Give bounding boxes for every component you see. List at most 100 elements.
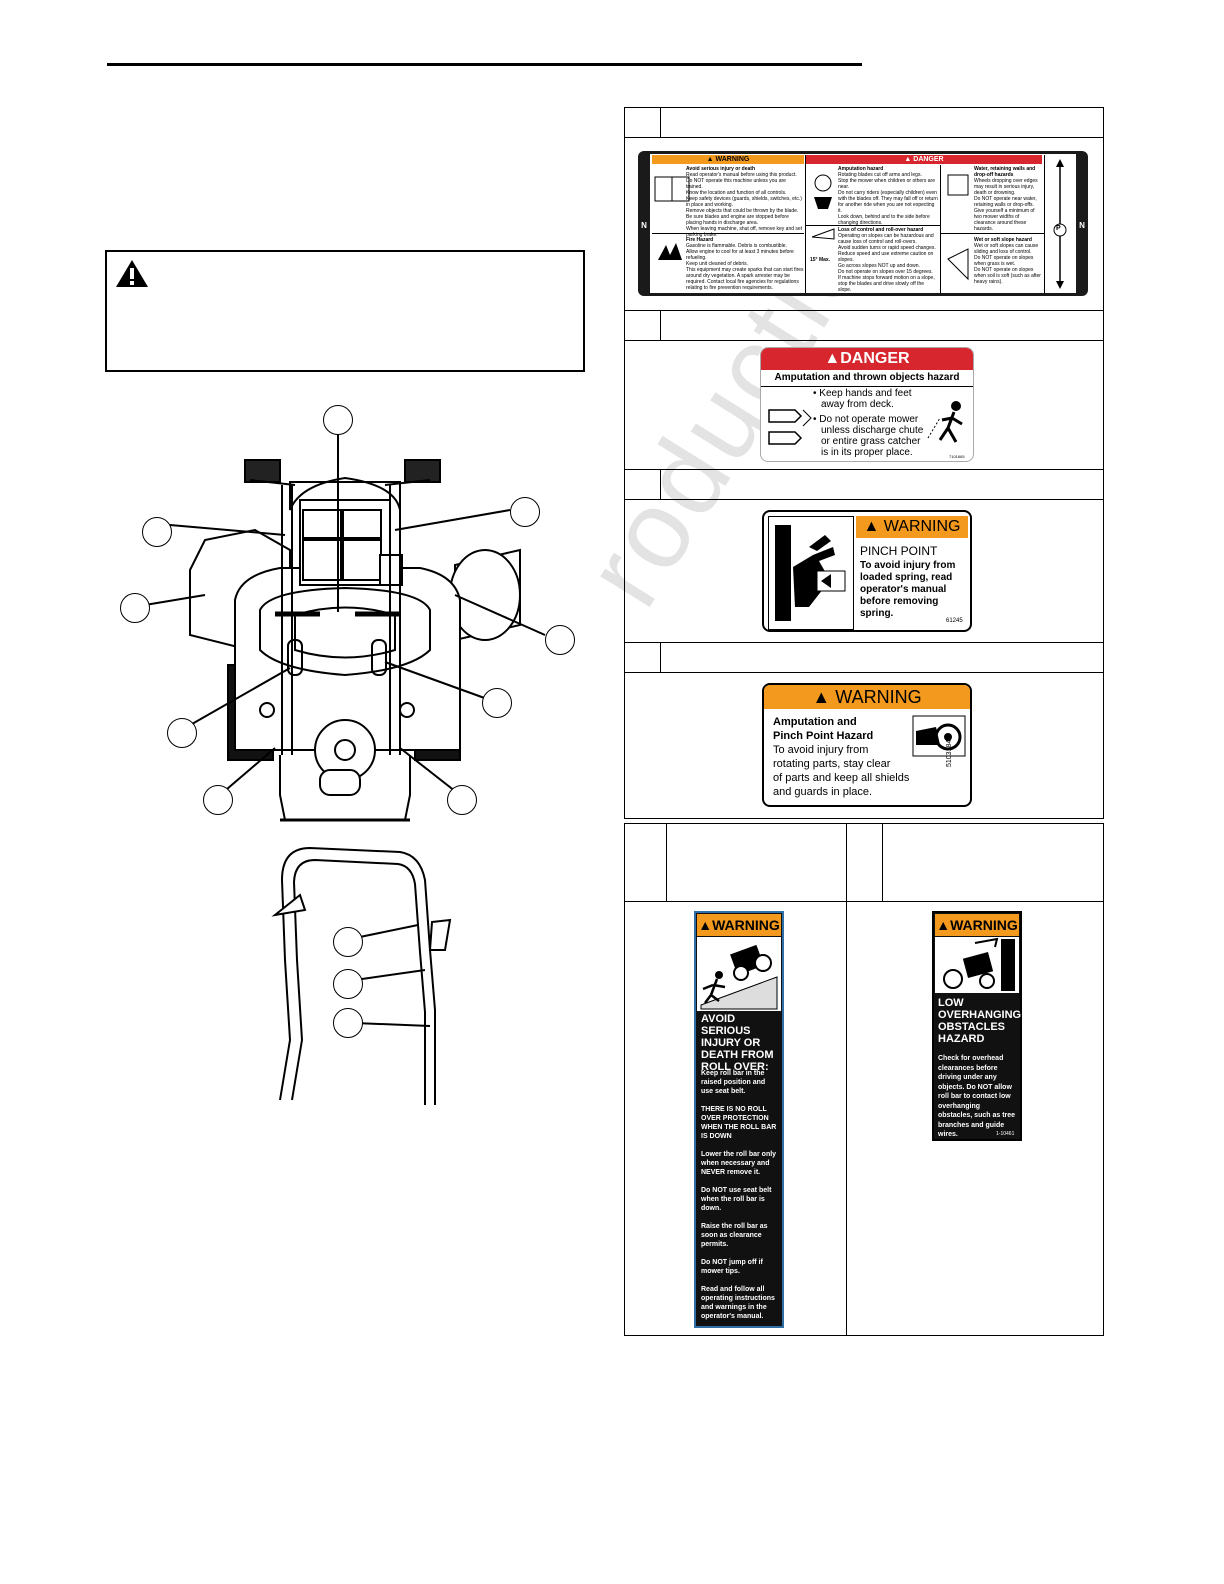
pinch-text: spring.	[860, 608, 894, 619]
overhang-warning-decal: ▲WARNING LOW OVERHANGING OBSTACLES HAZAR…	[932, 911, 1022, 1141]
callout-marker	[203, 785, 233, 815]
table-divider	[660, 642, 661, 672]
decal-table-lower	[624, 823, 1104, 1336]
wet-title: Wet or soft slope hazard	[974, 237, 1032, 243]
danger-text: or entire grass catcher	[821, 436, 921, 447]
table-divider	[624, 310, 1104, 311]
overhang-text: branches and guide	[938, 1121, 1005, 1129]
belt-pinch-icon	[912, 715, 966, 757]
rollover-text: Read and follow all	[701, 1286, 765, 1293]
overhang-text: wires.	[938, 1131, 958, 1138]
amp-text: rotating parts, stay clear	[773, 758, 891, 770]
mower-hazard-icon	[811, 174, 835, 240]
overhang-text: overhanging	[938, 1102, 981, 1110]
pinch-title: PINCH POINT	[860, 544, 938, 558]
warning-triangle-icon	[116, 260, 148, 287]
rollover-text: when the roll bar is	[701, 1196, 765, 1203]
pinch-text: loaded spring, read	[860, 572, 953, 583]
rollover-title: AVOID SERIOUS	[701, 1013, 751, 1037]
decal-code: 61245	[946, 618, 963, 624]
slope-label: 15° Max.	[810, 257, 831, 263]
fire-bullet: Keep unit cleaned of debris.	[686, 261, 748, 267]
callout-marker	[482, 688, 512, 718]
wet-bullet: Do NOT operate on slopes when soil is so…	[974, 267, 1041, 285]
callout-marker	[333, 1008, 363, 1038]
callout-marker	[447, 785, 477, 815]
table-divider	[624, 901, 1104, 902]
danger-header: DANGER	[913, 156, 944, 163]
manual-book-icon	[654, 176, 690, 260]
amp-title: Pinch Point Hazard	[773, 730, 874, 742]
overhang-text: clearances before	[938, 1064, 998, 1072]
pinch-text: operator's manual	[860, 584, 947, 595]
overhang-title: HAZARD	[938, 1033, 985, 1045]
table-divider	[624, 499, 1104, 500]
warning-header: WARNING	[715, 156, 750, 163]
water-title: Water, retaining walls and drop-off haza…	[974, 166, 1036, 178]
mower-top-view-diagram	[144, 430, 546, 822]
avoid-bullet: Do NOT operate this machine unless you a…	[686, 178, 786, 190]
combo-safety-decal: N N ▲ WARNING ▲ DANGER P Avoid serious i…	[638, 151, 1088, 296]
rollover-text: Lower the roll bar only	[701, 1151, 777, 1158]
danger-text: • Keep hands and feet	[813, 388, 912, 399]
rollover-text: OVER PROTECTION	[701, 1115, 769, 1122]
n-label: N	[1079, 221, 1085, 230]
overhang-text: roll bar to contact low	[938, 1093, 1011, 1100]
hand-blade-icon	[768, 409, 812, 445]
table-divider	[882, 823, 883, 901]
rollover-text: Do NOT use seat belt	[701, 1187, 772, 1194]
loss-bullet: Avoid sudden turns or rapid speed change…	[838, 245, 936, 251]
loss-bullet: Do not operate on slopes over 15 degrees…	[838, 269, 933, 275]
danger-text: • Do not operate mower	[813, 414, 919, 425]
rollover-text: permits.	[701, 1241, 729, 1248]
rollover-text: and warnings in the	[701, 1304, 767, 1311]
p-label: P	[1056, 225, 1061, 232]
wet-bullet: Do NOT operate on slopes when grass is w…	[974, 255, 1034, 267]
rollover-text: Do NOT jump off if	[701, 1259, 763, 1266]
decal-code: 5103184	[946, 739, 953, 767]
overhang-text: objects. Do NOT allow	[938, 1083, 1012, 1091]
loss-bullet: If machine stops forward motion on a slo…	[838, 275, 935, 293]
amputation-pinch-decal: ▲ WARNING Amputation and Pinch Point Haz…	[762, 683, 972, 807]
amp-text: To avoid injury from	[773, 744, 869, 756]
amp-title: Amputation hazard	[838, 166, 884, 172]
n-label: N	[641, 221, 647, 230]
pinch-point-decal: ▲ WARNING PINCH POINT To avoid injury fr…	[762, 510, 972, 632]
callout-marker	[510, 497, 540, 527]
danger-amputation-decal: ▲DANGER Amputation and thrown objects ha…	[760, 347, 974, 462]
overhang-text: Check for overhead	[938, 1055, 1004, 1062]
amp-text: Rotating blades cut off arms and legs.	[838, 172, 922, 178]
rollover-tractor-icon	[700, 944, 778, 1010]
amp-text: and guards in place.	[773, 786, 873, 798]
fire-text: Gasoline is flammable. Debris is combust…	[686, 243, 787, 249]
overhang-title: OBSTACLES	[938, 1021, 1006, 1033]
rollover-text: raised position and	[701, 1079, 766, 1086]
warning-header: WARNING	[950, 917, 1018, 933]
roll-bar-diagram	[271, 846, 452, 1105]
avoid-bullet: Remove objects that could be thrown by t…	[686, 208, 799, 214]
rollover-text: operator's manual.	[701, 1313, 764, 1320]
rollover-title: INJURY OR	[701, 1037, 761, 1049]
header-rule	[107, 63, 862, 66]
rollover-text: Raise the roll bar as	[701, 1223, 768, 1230]
danger-text: is in its proper place.	[821, 447, 913, 458]
avoid-bullet: Be sure blades and engine are stopped be…	[686, 214, 789, 226]
loss-bullet: Reduce speed and use extreme caution on …	[838, 251, 934, 263]
danger-title: Amputation and thrown objects hazard	[761, 370, 973, 387]
callout-marker	[333, 969, 363, 999]
table-divider	[624, 137, 1104, 138]
table-divider	[624, 340, 1104, 341]
callout-marker	[120, 593, 150, 623]
danger-text: away from deck.	[821, 399, 894, 410]
table-divider	[846, 823, 847, 1336]
callout-marker	[142, 517, 172, 547]
water-text: Wheels dropping over edges may result in…	[974, 178, 1038, 196]
rollover-text: operating instructions	[701, 1295, 775, 1302]
rollover-text: mower tips.	[701, 1268, 740, 1275]
decal-table	[624, 107, 1104, 819]
callout-marker	[323, 405, 353, 435]
table-divider	[624, 642, 1104, 643]
water-bullet: Give yourself a minimum of two mower wid…	[974, 208, 1035, 232]
fire-bullet: Allow engine to cool for at least 3 minu…	[686, 249, 794, 261]
table-divider	[624, 469, 1104, 470]
